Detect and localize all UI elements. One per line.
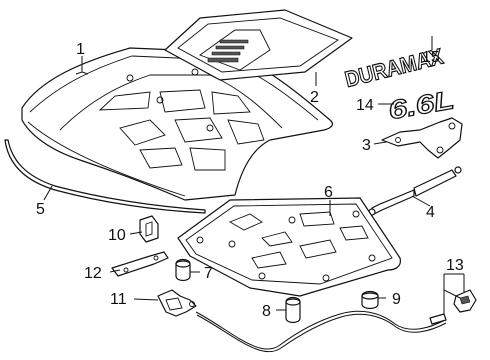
hood-lift-strut <box>368 166 462 216</box>
callout-15: 15 <box>422 49 440 66</box>
callout-5: 5 <box>36 201 45 218</box>
callout-2: 2 <box>310 89 319 106</box>
hood-hinge <box>381 117 463 159</box>
callout-3: 3 <box>362 137 371 154</box>
callout-6: 6 <box>324 184 333 201</box>
hood-bracket <box>111 251 169 277</box>
hood-latch <box>157 289 197 317</box>
hood-release-handle <box>429 289 477 325</box>
callout-13: 13 <box>446 257 464 274</box>
callout-14: 14 <box>356 97 374 114</box>
callout-9: 9 <box>392 291 401 308</box>
callout-4: 4 <box>426 204 435 221</box>
hood-stop-bumper <box>361 290 379 310</box>
hood-adjustable-stop <box>175 258 191 282</box>
hood-release-cable <box>195 310 447 353</box>
callout-10: 10 <box>108 227 126 244</box>
callout-7: 7 <box>204 265 213 282</box>
hood-bumper <box>139 215 159 243</box>
callout-12: 12 <box>84 265 102 282</box>
callout-8: 8 <box>262 303 271 320</box>
hood-panel <box>21 47 334 201</box>
callout-11: 11 <box>110 291 127 308</box>
hood-scoop-panel <box>164 9 353 81</box>
engine-size-emblem: 6.6L <box>385 84 456 126</box>
engine-size-emblem-text: 6.6L <box>386 84 456 125</box>
hood-support <box>285 296 301 324</box>
callout-labels: 1 2 3 4 5 6 7 8 9 10 11 12 13 14 15 <box>36 41 464 320</box>
hood-front-seal <box>4 139 206 214</box>
hood-insulator <box>177 197 401 297</box>
leader-lines <box>43 36 465 314</box>
callout-1: 1 <box>76 41 85 58</box>
